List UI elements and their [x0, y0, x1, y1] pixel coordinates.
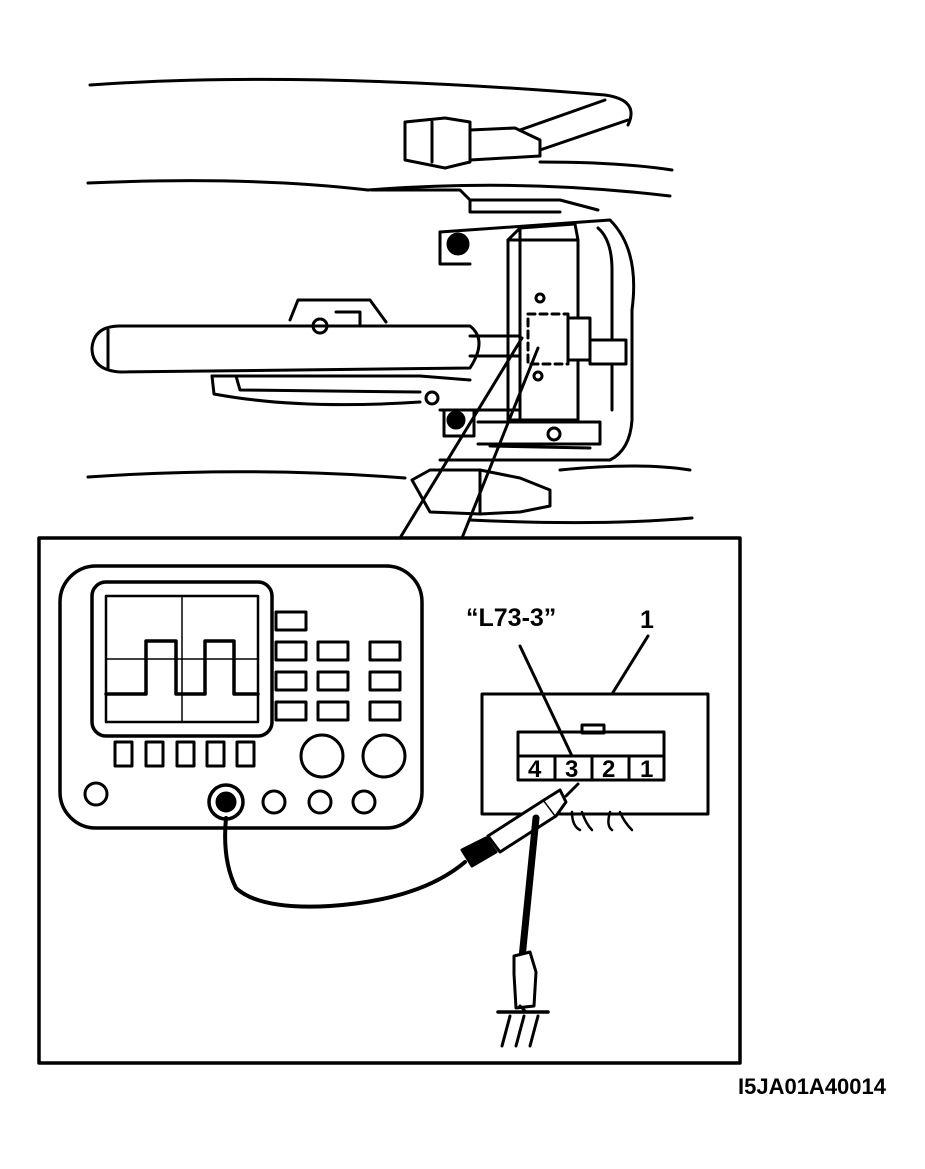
oscilloscope-icon [58, 564, 424, 830]
pin-label: 1 [640, 756, 653, 783]
pin-label: 4 [528, 756, 542, 783]
terminal-callout-label: “L73-3” [466, 604, 556, 632]
steering-column-icon [86, 77, 694, 525]
connector-icon [480, 692, 710, 832]
callout-leader-terminal [518, 644, 574, 758]
item-callout-label: 1 [640, 606, 654, 634]
figure-code: I5JA01A40014 [738, 1074, 887, 1099]
pin-label: 2 [602, 756, 615, 783]
probe-icon [223, 782, 580, 909]
ground-icon [496, 814, 550, 1048]
pin-label: 3 [565, 756, 578, 783]
callout-leader-item [610, 634, 650, 696]
callout-lines [398, 336, 540, 540]
